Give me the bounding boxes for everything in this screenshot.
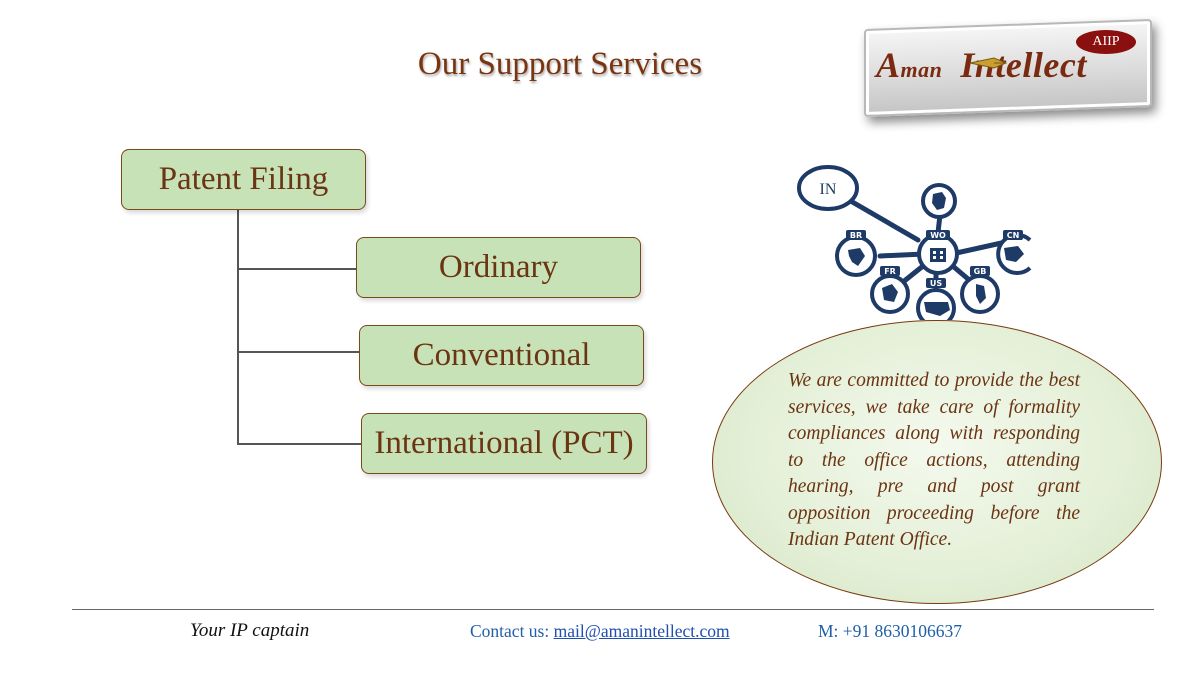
footer-tagline: Your IP captain	[190, 620, 310, 641]
tree-trunk	[237, 209, 239, 444]
node-br-icon: BR	[835, 230, 877, 277]
email-link[interactable]: mail@amanintellect.com	[553, 621, 730, 641]
services-statement: We are committed to provide the best ser…	[788, 370, 1080, 550]
ordinary-box: Ordinary	[356, 237, 641, 298]
international-pct-box: International (PCT)	[361, 413, 647, 474]
patent-network-diagram: IN WO BR CN FR US	[797, 165, 1032, 320]
svg-text:WO: WO	[930, 231, 946, 240]
node-us-icon: US	[916, 278, 956, 320]
footer-divider	[72, 609, 1154, 610]
tree-branch-conventional	[237, 351, 359, 353]
statement-ellipse	[712, 320, 1162, 604]
footer-mobile: M: +91 8630106637	[818, 621, 963, 641]
tree-branch-ordinary	[237, 268, 357, 270]
svg-text:IN: IN	[820, 181, 837, 198]
tree-branch-international	[237, 443, 361, 445]
conventional-box: Conventional	[359, 325, 644, 386]
node-cn-icon: CN	[996, 230, 1032, 275]
slide-title: Our Support Services	[417, 46, 703, 82]
svg-text:GB: GB	[974, 267, 987, 276]
node-wo-icon: WO	[917, 230, 959, 275]
aiip-badge: AIIP	[1076, 30, 1136, 54]
node-fr-icon: FR	[870, 266, 910, 314]
svg-text:CN: CN	[1007, 231, 1020, 240]
node-in-icon: IN	[797, 165, 859, 211]
footer-contact: Contact us: mail@amanintellect.com	[470, 621, 730, 642]
svg-text:FR: FR	[884, 267, 896, 276]
svg-text:BR: BR	[850, 231, 862, 240]
contact-label: Contact us:	[470, 621, 554, 641]
patent-filing-box: Patent Filing	[121, 149, 366, 210]
pen-nib-icon	[969, 57, 1008, 69]
svg-text:US: US	[930, 279, 942, 288]
node-globe-icon	[921, 183, 957, 219]
node-gb-icon: GB	[960, 266, 1000, 314]
